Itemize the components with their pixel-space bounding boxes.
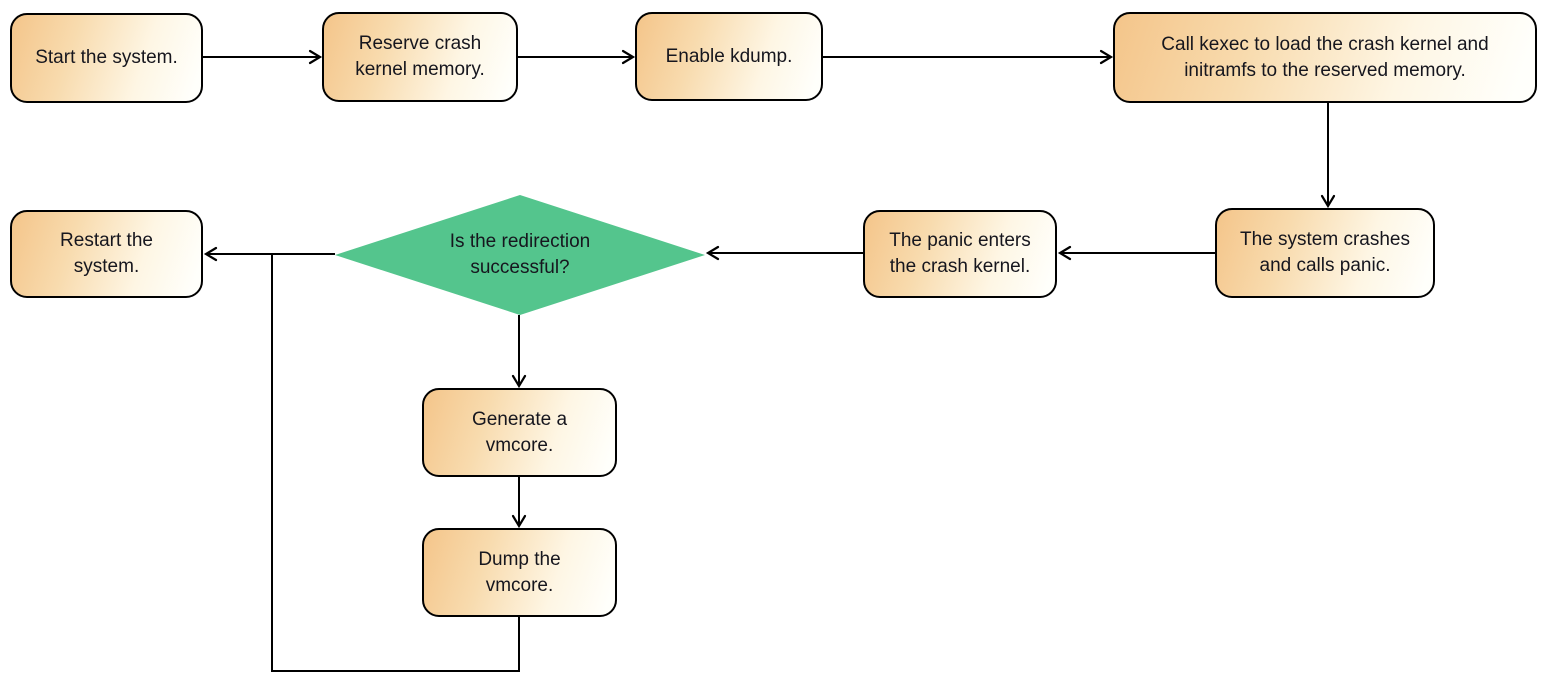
connector-dump-to-restart-loop — [271, 255, 520, 672]
node-panic-enters-crash-kernel: The panic enters the crash kernel. — [863, 210, 1057, 298]
node-system-crashes-calls-panic: The system crashes and calls panic. — [1215, 208, 1435, 298]
node-generate-a-vmcore: Generate a vmcore. — [422, 388, 617, 477]
node-reserve-crash-kernel-memory: Reserve crash kernel memory. — [322, 12, 518, 102]
node-enable-kdump: Enable kdump. — [635, 12, 823, 101]
node-start-the-system: Start the system. — [10, 13, 203, 103]
node-dump-the-vmcore: Dump the vmcore. — [422, 528, 617, 617]
node-restart-the-system: Restart the system. — [10, 210, 203, 298]
node-call-kexec-load-crash-kernel: Call kexec to load the crash kernel and … — [1113, 12, 1537, 103]
